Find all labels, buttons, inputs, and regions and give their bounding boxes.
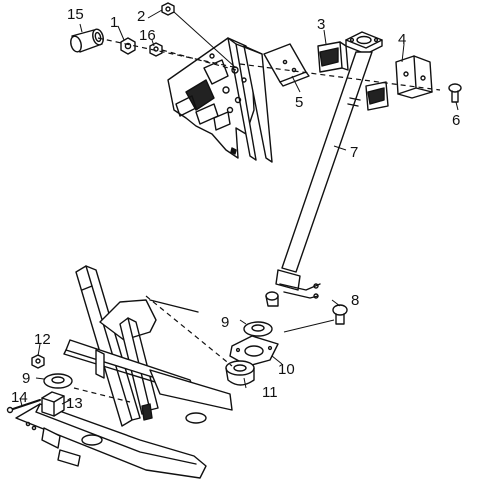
- part-2-nut: [161, 2, 175, 16]
- leader-lines: [19, 9, 459, 407]
- part-5-plate: [263, 43, 310, 87]
- part-1-nut: [120, 37, 136, 55]
- callout-16: 16: [139, 27, 156, 44]
- part-6-bolt: [448, 83, 462, 103]
- callout-6: 6: [452, 112, 460, 129]
- part-13-hex-nut: [41, 391, 65, 417]
- callout-12: 12: [34, 331, 51, 348]
- callout-labels: 15 1 2 16 3 4 5 6 7 8 9 10 11 12 9 13 14: [11, 6, 460, 412]
- part-7-steering-column: [265, 31, 383, 307]
- callout-2: 2: [137, 8, 145, 25]
- callout-11: 11: [262, 384, 278, 401]
- part-16-nut: [149, 42, 163, 57]
- part-9-washer-upper: [243, 321, 273, 337]
- part-11-bushing: [225, 360, 255, 386]
- part-12-nut: [31, 354, 45, 369]
- callout-3: 3: [317, 16, 325, 33]
- part-4-u-bracket: [395, 55, 433, 99]
- part-3-clamp-upper: [317, 41, 349, 73]
- callout-7: 7: [350, 144, 358, 161]
- callout-14: 14: [11, 389, 28, 406]
- callout-4: 4: [398, 31, 406, 48]
- lower-frame-assembly: [15, 265, 233, 479]
- callout-10: 10: [278, 361, 295, 378]
- callout-1: 1: [110, 14, 118, 31]
- part-8-pin: [332, 304, 348, 325]
- callout-5: 5: [295, 94, 303, 111]
- part-10-flange-plate: [229, 335, 279, 367]
- part-14-cotter-pin: [6, 399, 41, 414]
- part-3-clamp-lower: [365, 81, 389, 111]
- callout-9-upper: 9: [221, 314, 229, 331]
- part-9-washer-lower: [43, 373, 73, 389]
- callout-8: 8: [351, 292, 359, 309]
- frame-bracket-plate: [167, 37, 273, 163]
- callout-9-lower: 9: [22, 370, 30, 387]
- alignment-lines: [73, 37, 441, 403]
- part-15-bushing: [70, 28, 104, 53]
- callout-15: 15: [67, 6, 84, 23]
- callout-13: 13: [66, 395, 83, 412]
